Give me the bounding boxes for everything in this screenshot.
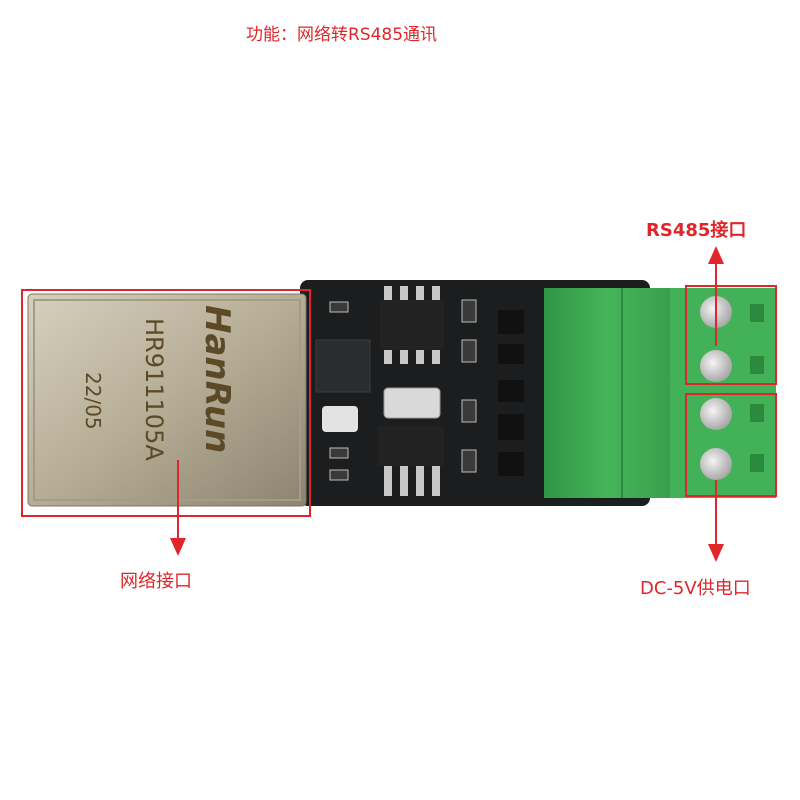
power-port-highlight [685,393,777,497]
chip-qfn [315,339,371,393]
chip-soic-top [380,300,444,350]
power-port-label: DC-5V供电口 [640,578,751,599]
chip-soic-bottom [378,426,444,466]
jack-brand: HanRun [197,305,237,453]
jack-model: HR911105A [140,318,168,461]
jack-date: 22/05 [81,372,105,430]
terminal-block-body [544,288,670,498]
network-port-highlight [21,289,311,517]
arrow-up-icon [708,246,724,264]
network-port-label: 网络接口 [120,571,192,592]
screw [700,398,732,430]
rj45-jack [27,293,307,507]
crystal [383,387,441,419]
arrow-down-icon [708,544,724,562]
arrow-down-icon [170,538,186,556]
screw [700,350,732,382]
page-title: 功能：网络转RS485通讯 [246,25,438,45]
small-crystal [322,406,358,432]
rs485-label: RS485接口 [646,220,747,241]
screw [700,448,732,480]
rs485-port-highlight [685,285,777,385]
